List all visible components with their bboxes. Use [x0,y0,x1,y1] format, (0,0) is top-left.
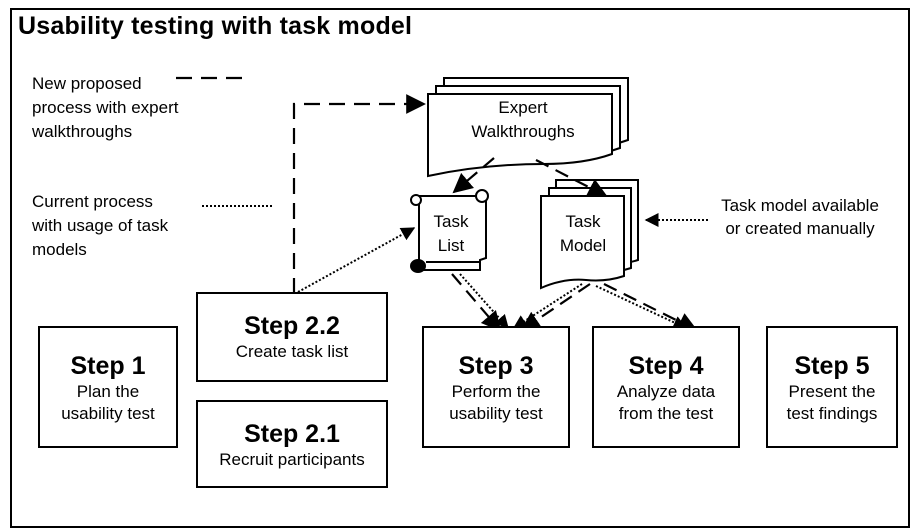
step-3-desc-line-1: Perform the [451,382,541,401]
step-4-title: Step 4 [628,352,704,380]
task-model-doc [540,179,639,290]
task-list-scroll [410,189,489,273]
task-list-label: Task List [420,210,482,258]
step-1-title: Step 1 [70,352,146,380]
step-4-box: Step 4 Analyze data from the test [592,326,740,448]
note-line-1: Task model available [721,196,879,215]
dashed-expert-to-tasklist [452,157,495,194]
legend-current-line-2: with usage of task [32,216,169,235]
task-list-line-1: Task [433,212,469,231]
dotted-taskmodel-to-step4 [595,285,688,330]
step-4-desc-line-1: Analyze data [616,382,716,401]
step-1-desc-line-1: Plan the [76,382,140,401]
legend-current-line-3: models [32,240,87,259]
step-5-title: Step 5 [794,352,870,380]
legend-current-process: Current process with usage of task model… [32,190,168,262]
step-5-desc-line-1: Present the [788,382,876,401]
task-list-line-2: List [437,236,465,255]
dashed-taskmodel-to-step4 [603,283,698,331]
diagram-graphics [176,76,708,332]
step-2-1-desc: Recruit participants [219,450,365,469]
step-2-1-box: Step 2.1 Recruit participants [196,400,388,488]
task-model-line-1: Task [565,212,601,231]
dashed-tasklist-to-step3 [451,273,502,332]
note-line-2: or created manually [725,219,875,238]
dashed-expert-to-taskmodel [535,159,608,197]
dotted-tasklist-to-step3 [459,273,509,330]
dotted-step22-to-tasklist [297,227,416,293]
task-model-label: Task Model [544,210,622,258]
diagram-title: Usability testing with task model [18,12,413,40]
step-4-desc-line-2: from the test [618,404,714,423]
legend-new-line-1: New proposed [32,74,142,93]
legend-new-line-2: process with expert [32,98,179,117]
step-2-1-title: Step 2.1 [244,420,340,448]
step-3-title: Step 3 [458,352,534,380]
dashed-step22-to-expert [292,94,426,294]
step-2-2-desc: Create task list [235,342,349,361]
step-5-box: Step 5 Present the test findings [766,326,898,448]
dotted-taskmodel-to-step3 [512,283,583,329]
step-2-2-box: Step 2.2 Create task list [196,292,388,382]
expert-label-line-1: Expert [498,98,548,117]
step-3-box: Step 3 Perform the usability test [422,326,570,448]
step-1-box: Step 1 Plan the usability test [38,326,178,448]
step-3-desc-line-2: usability test [449,404,543,423]
expert-label-line-2: Walkthroughs [471,122,575,141]
expert-walkthroughs-label: Expert Walkthroughs [448,96,598,144]
step-2-2-title: Step 2.2 [244,312,340,340]
legend-new-line-3: walkthroughs [32,122,133,141]
task-model-line-2: Model [559,236,607,255]
step-1-desc-line-2: usability test [61,404,155,423]
legend-current-line-1: Current process [32,192,153,211]
step-5-desc-line-2: test findings [786,404,878,423]
legend-new-process: New proposed process with expert walkthr… [32,72,178,144]
dashed-taskmodel-to-step3 [520,283,591,332]
task-model-note: Task model available or created manually [700,194,900,240]
